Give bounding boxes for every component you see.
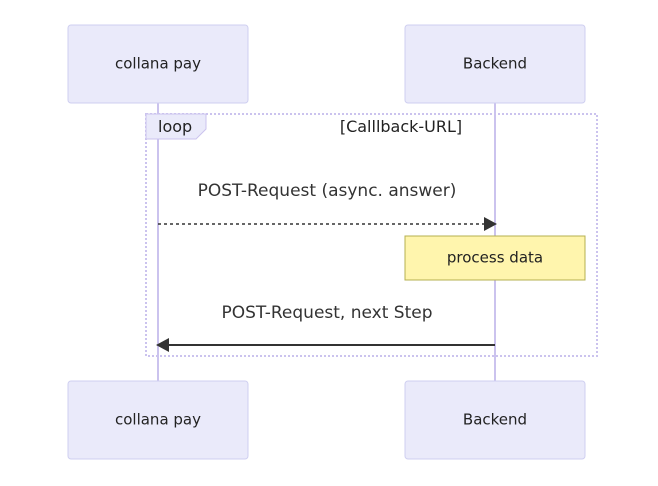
loop-condition: [Calllback-URL] xyxy=(340,117,462,136)
arrowhead-right-icon xyxy=(484,217,497,231)
arrowhead-left-icon xyxy=(156,338,169,352)
message-label: POST-Request (async. answer) xyxy=(198,181,457,201)
note-process-data: process data xyxy=(404,235,586,281)
actor-backend-top: Backend xyxy=(404,24,586,104)
message-label: POST-Request, next Step xyxy=(221,303,432,323)
actor-backend-bottom: Backend xyxy=(404,380,586,460)
actor-label: Backend xyxy=(463,411,527,429)
message-post-request-next-step: POST-Request, next Step xyxy=(156,303,495,352)
actor-label: Backend xyxy=(463,55,527,73)
actor-label: collana pay xyxy=(115,411,201,429)
loop-frame: loop [Calllback-URL] xyxy=(145,113,598,357)
message-post-request-async: POST-Request (async. answer) xyxy=(158,181,497,231)
note-label: process data xyxy=(447,249,543,267)
actor-collana-pay-bottom: collana pay xyxy=(67,380,249,460)
actor-label: collana pay xyxy=(115,55,201,73)
loop-tab xyxy=(145,113,207,140)
actor-collana-pay-top: collana pay xyxy=(67,24,249,104)
loop-keyword: loop xyxy=(158,117,192,136)
